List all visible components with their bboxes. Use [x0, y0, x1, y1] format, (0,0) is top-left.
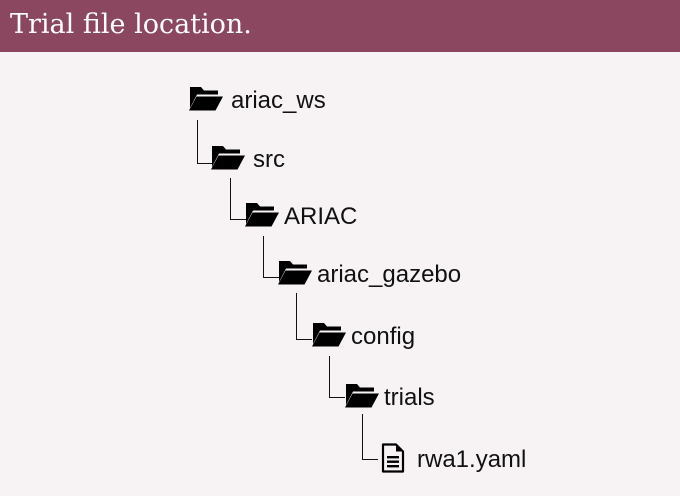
tree-node-label: rwa1.yaml	[417, 446, 527, 473]
tree-connector	[263, 236, 279, 278]
tree-connector	[197, 120, 213, 164]
tree-node-ariac-gazebo[interactable]: ariac_gazebo	[277, 258, 461, 292]
folder-open-icon	[311, 321, 347, 353]
tree-connector	[296, 293, 312, 340]
title-banner: Trial file location.	[0, 0, 680, 52]
folder-open-icon	[277, 259, 313, 291]
tree-node-ariac[interactable]: ARIAC	[244, 200, 357, 234]
tree-node-src[interactable]: src	[210, 143, 285, 177]
tree-node-ariac-ws[interactable]: ariac_ws	[188, 84, 326, 118]
folder-open-icon	[210, 144, 246, 176]
folder-open-icon	[188, 85, 224, 117]
tree-node-label: src	[253, 146, 285, 173]
tree-node-label: ARIAC	[284, 203, 358, 230]
tree-node-label: ariac_ws	[231, 87, 326, 114]
folder-open-icon	[344, 382, 380, 414]
tree-node-trials[interactable]: trials	[344, 381, 435, 415]
page-title: Trial file location.	[10, 9, 252, 40]
folder-open-icon	[244, 201, 280, 233]
tree-node-rwa1-yaml[interactable]: rwa1.yaml	[381, 442, 527, 478]
tree-connector	[362, 414, 378, 460]
tree-connector	[329, 356, 345, 398]
tree-connector	[230, 178, 246, 220]
file-icon	[381, 442, 405, 478]
tree-node-label: ariac_gazebo	[317, 261, 462, 288]
tree-node-label: trials	[384, 384, 435, 411]
tree-node-label: config	[351, 323, 416, 350]
tree-node-config[interactable]: config	[311, 320, 415, 354]
